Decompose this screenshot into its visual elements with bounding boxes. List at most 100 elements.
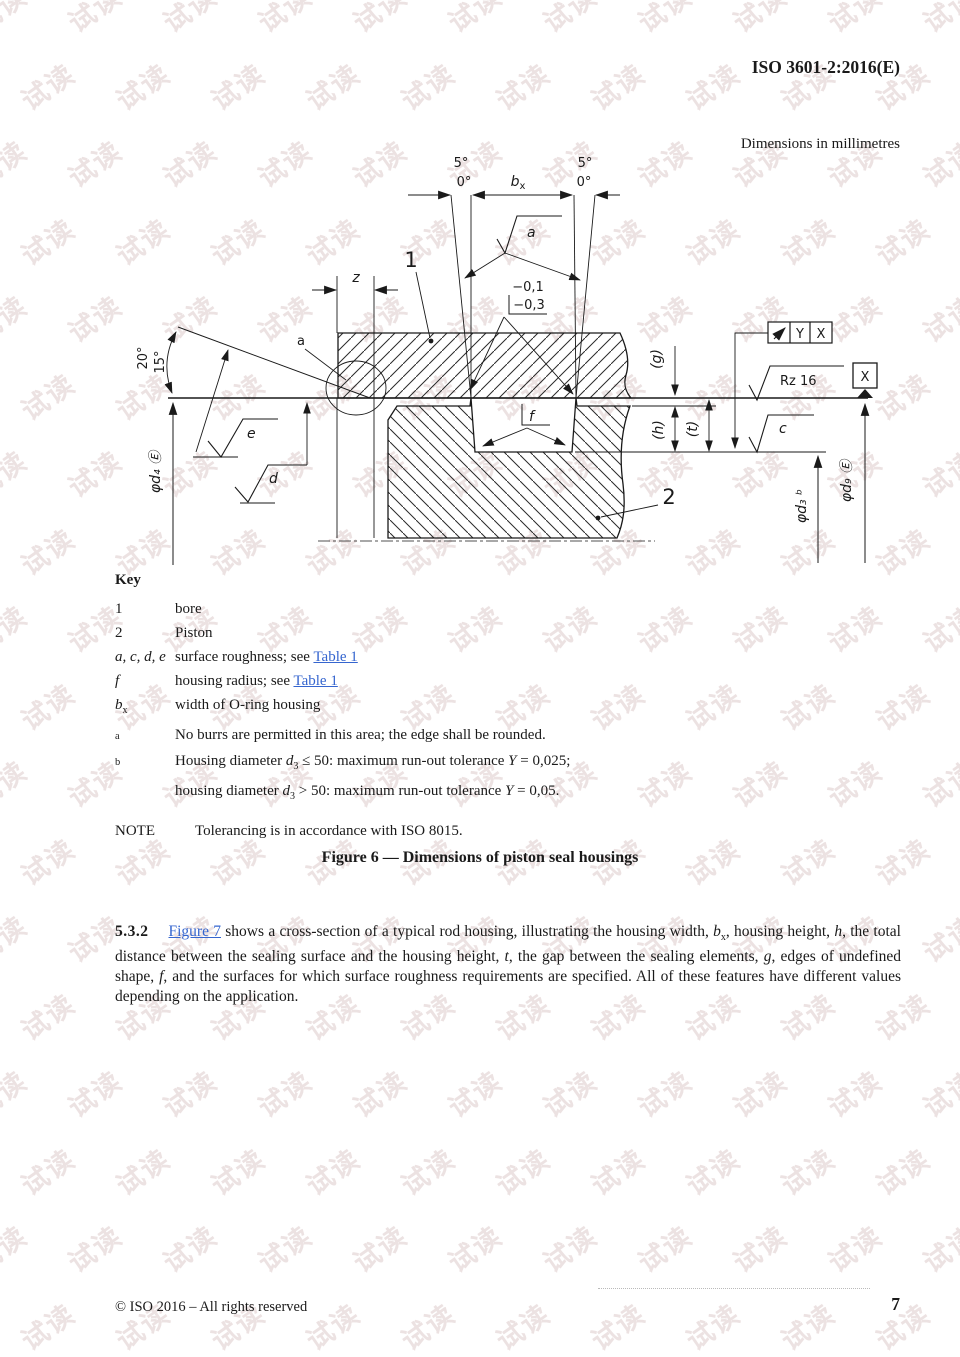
watermark-text: 试读	[63, 1065, 129, 1125]
phi-d9-label: φd₉ Ⓔ	[839, 458, 855, 502]
watermark-text: 试读	[918, 1220, 960, 1280]
angle-arc	[164, 331, 177, 394]
watermark-text: 试读	[918, 755, 960, 815]
watermark-text: 试读	[158, 1065, 224, 1125]
roughness-e-label: e	[247, 426, 256, 442]
key-row-acde: a, c, d, e surface roughness; see Table …	[115, 645, 905, 669]
watermark-text: 试读	[871, 1298, 937, 1357]
ght-dimensions	[671, 346, 713, 452]
watermark-text: 试读	[491, 1143, 557, 1202]
note-label: NOTE	[115, 823, 155, 839]
f-label: f	[529, 409, 536, 425]
watermark-text: 试读	[918, 910, 960, 970]
watermark-text: 试读	[301, 1143, 367, 1202]
roughness-d-symbol	[234, 402, 311, 504]
figure-key: Key 1 bore 2 Piston a, c, d, e surface r…	[115, 572, 905, 843]
detail-circle	[325, 360, 387, 416]
dimensions-note: Dimensions in millimetres	[740, 136, 900, 152]
key-desc: bore	[175, 601, 202, 617]
watermark-text: 试读	[16, 1298, 82, 1357]
footer-copyright: © ISO 2016 – All rights reserved	[115, 1299, 308, 1315]
t-label: (t)	[685, 421, 701, 437]
micro-text-artifact	[598, 1288, 870, 1289]
watermark-text: 试读	[0, 755, 34, 815]
key-row-bore: 1 bore	[115, 597, 905, 621]
tolerance-lower-label: −0,3	[513, 298, 545, 313]
watermark-text: 试读	[16, 678, 82, 737]
key-term: bx	[115, 697, 128, 716]
roughness-c-label: c	[779, 421, 787, 437]
roughness-a-symbol	[464, 215, 581, 281]
angle-0-right-label: 0°	[577, 175, 592, 190]
watermark-text: 试读	[348, 1065, 414, 1125]
key-term: 1	[115, 601, 123, 617]
datum-x	[852, 362, 878, 398]
piston-section	[387, 397, 631, 539]
key-title: Key	[115, 572, 141, 588]
watermark-text: 试读	[253, 1065, 319, 1125]
rz-label: Rz 16	[780, 374, 817, 389]
key-term: a, c, d, e	[115, 649, 166, 665]
angle-5-right-label: 5°	[578, 156, 593, 171]
feature-control-frame	[731, 321, 833, 449]
section-number: 5.3.2	[115, 922, 149, 940]
key-row-piston: 2 Piston	[115, 621, 905, 645]
phi-d4-label: φd₄ Ⓔ	[148, 449, 164, 493]
fcf-x-label: X	[817, 327, 826, 342]
footnote-b-line2: housing diameter d3 > 50: maximum run-ou…	[115, 779, 905, 809]
watermark-text: 试读	[253, 1220, 319, 1280]
bore-section	[337, 332, 633, 399]
key-desc: surface roughness; see Table 1	[175, 649, 358, 665]
table-1-link[interactable]: Table 1	[293, 673, 338, 689]
watermark-text: 试读	[16, 1143, 82, 1202]
page-number: 7	[891, 1294, 900, 1314]
angle-5-left-label: 5°	[454, 156, 469, 171]
angle-20-label: 20°	[136, 346, 151, 369]
datum-triangle-icon	[857, 389, 873, 398]
figure-caption: Figure 6 — Dimensions of piston seal hou…	[321, 849, 639, 866]
watermark-text: 试读	[871, 1143, 937, 1202]
key-row-f: f housing radius; see Table 1	[115, 669, 905, 693]
edge-a-label: a	[297, 334, 305, 349]
footnote-text: Housing diameter d3 ≤ 50: maximum run-ou…	[175, 753, 571, 772]
part-1-leader	[415, 271, 431, 339]
roughness-a-label: a	[527, 225, 536, 241]
watermark-text: 试读	[111, 1143, 177, 1202]
edge-a-leader	[304, 348, 347, 381]
watermark-text: 试读	[586, 1143, 652, 1202]
datum-x-label: X	[861, 370, 870, 385]
watermark-text: 试读	[0, 1220, 34, 1280]
f-leaders	[482, 404, 566, 447]
angle-0-left-label: 0°	[457, 175, 472, 190]
roughness-e-symbol	[193, 349, 278, 458]
watermark-text: 试读	[681, 1298, 747, 1357]
watermark-text: 试读	[443, 1220, 509, 1280]
phi-d3-label: φd₃ ᵇ	[794, 489, 810, 523]
watermark-text: 试读	[823, 1065, 889, 1125]
figure-7-link[interactable]: Figure 7	[168, 922, 222, 940]
tolerance-upper-label: −0,1	[512, 280, 544, 295]
watermark-text: 试读	[918, 1065, 960, 1125]
watermark-text: 试读	[681, 1143, 747, 1202]
roughness-rz-symbol	[748, 365, 844, 402]
watermark-text: 试读	[491, 1298, 557, 1357]
watermark-text: 试读	[443, 1065, 509, 1125]
watermark-text: 试读	[348, 1220, 414, 1280]
footnote-text: housing diameter d3 > 50: maximum run-ou…	[175, 783, 560, 802]
table-1-link[interactable]: Table 1	[313, 649, 358, 665]
watermark-text: 试读	[396, 1143, 462, 1202]
watermark-text: 试读	[776, 1298, 842, 1357]
watermark-text: 试读	[0, 910, 34, 970]
footnote-marker: b	[115, 757, 121, 768]
z-label: z	[351, 270, 360, 286]
header-reference: ISO 3601-2:2016(E)	[751, 57, 900, 77]
key-row-bx: bx width of O-ring housing	[115, 693, 905, 723]
figure-6-drawing: 5° 0° bx 5° 0° a −0,1 −0,3 z 1 2	[136, 156, 878, 565]
h-label: (h)	[651, 420, 667, 440]
watermark-text: 试读	[633, 1220, 699, 1280]
watermark-text: 试读	[823, 1220, 889, 1280]
part-1-dot	[428, 338, 434, 344]
bx-label: bx	[511, 174, 526, 192]
watermark-text: 试读	[538, 1220, 604, 1280]
